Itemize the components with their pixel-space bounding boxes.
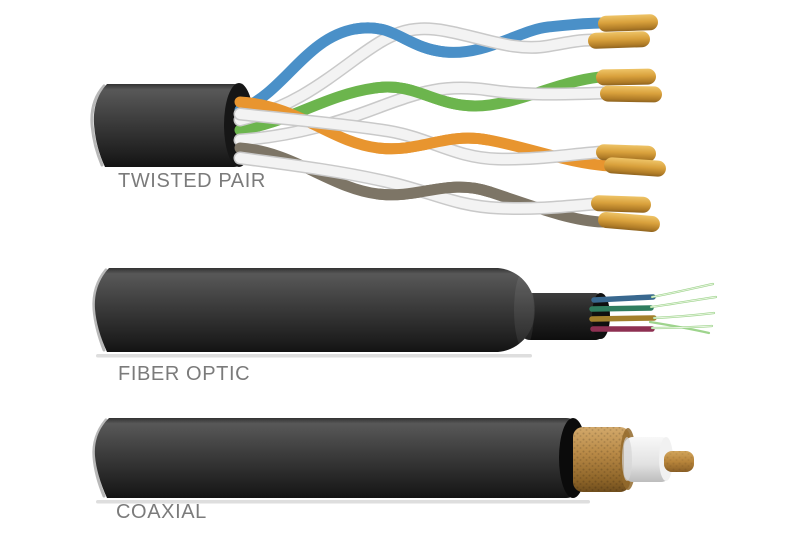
green-white-pair [233,71,610,147]
fiber-jacket [94,268,536,352]
coax-cut-edge [92,418,108,498]
fiber-shadow-line [96,354,532,358]
fiber-optic-label: FIBER OPTIC [118,363,251,385]
coaxial-label: COAXIAL [116,501,207,523]
coaxial-cable [92,418,694,504]
fiber-cut-edge [92,268,108,352]
twisted-pair-jacket [93,84,254,167]
coax-jacket [94,418,576,498]
orange-white-pair [233,96,616,172]
fiber-optic-cable [92,268,718,358]
coax-shadow-line [96,500,590,504]
twisted-pair-cable [90,14,666,233]
gold-contact-tips [588,14,666,233]
fiber-colored-tubes [589,294,657,332]
blue-white-pair [233,17,608,127]
fiber-buffer-tube-front [536,293,602,340]
fiber-jacket-highlight [514,271,534,349]
fiber-strands [648,282,718,335]
twisted-pair-cut-edge [90,84,106,167]
coax-copper-core [664,451,694,472]
brown-white-pair [233,142,609,228]
twisted-pair-label: TWISTED PAIR [118,170,266,192]
